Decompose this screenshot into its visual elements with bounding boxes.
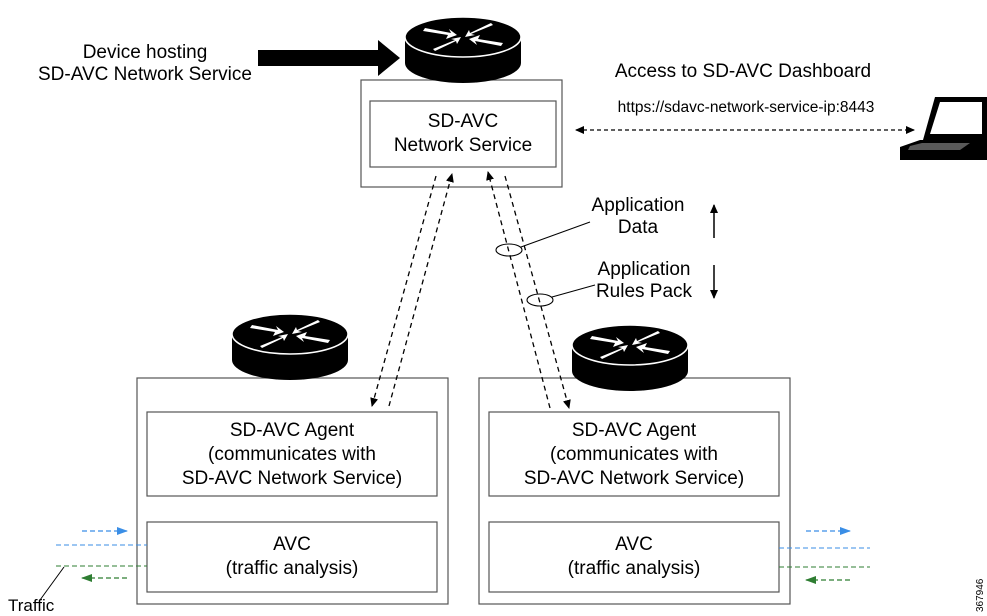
right-avc-line-2: (traffic analysis) (567, 558, 701, 579)
right-agent-line-1: SD-AVC Agent (571, 420, 697, 441)
left-avc-box (146, 521, 438, 593)
application-data-line-1: Application (591, 195, 685, 216)
data-callout-line (520, 221, 591, 248)
rules-flow-marker (526, 293, 554, 307)
left-agent-text: SD-AVC Agent (communicates with SD-AVC N… (147, 419, 437, 491)
hosting-device-label: Device hosting SD-AVC Network Service (20, 42, 270, 86)
right-avc-box (488, 521, 780, 593)
router-icon (571, 324, 689, 392)
dashboard-access-label: Access to SD-AVC Dashboard (614, 61, 872, 82)
hosting-device-line-1: Device hosting (82, 42, 208, 63)
network-service-box (369, 100, 557, 168)
right-agent-line-3: SD-AVC Network Service) (523, 468, 745, 489)
data-from-right-agent (486, 171, 551, 409)
application-rules-label: Application Rules Pack (584, 259, 704, 303)
hosting-pointer-arrow (258, 40, 400, 76)
left-avc-line-1: AVC (273, 534, 311, 555)
service-box-line-2: Network Service (393, 135, 533, 156)
right-agent-line-2: (communicates with (550, 444, 718, 465)
application-data-line-2: Data (617, 216, 659, 238)
traffic-callout-line (39, 566, 65, 601)
application-rules-line-1: Application (597, 259, 691, 280)
rules-to-right-agent (504, 175, 571, 409)
right-agent-text: SD-AVC Agent (communicates with SD-AVC N… (489, 419, 779, 491)
left-avc-text: AVC (traffic analysis) (147, 533, 437, 581)
right-avc-text: AVC (traffic analysis) (489, 533, 779, 581)
left-avc-line-2: (traffic analysis) (225, 558, 359, 579)
traffic-label: Traffic (8, 596, 55, 615)
application-rules-line-2: Rules Pack (595, 280, 693, 302)
left-agent-box (146, 411, 438, 497)
service-box-line-1: SD-AVC (427, 111, 499, 132)
router-icon (231, 313, 349, 381)
left-agent-line-2: (communicates with (208, 444, 376, 465)
left-agent-line-1: SD-AVC Agent (229, 420, 355, 441)
right-agent-box (488, 411, 780, 497)
router-icon (404, 16, 522, 84)
application-data-label: Application Data (578, 195, 698, 239)
left-agent-line-3: SD-AVC Network Service) (181, 468, 403, 489)
dashboard-url: https://sdavc-network-service-ip:8443 (617, 99, 875, 116)
rules-callout-line (551, 284, 596, 298)
rules-to-left-agent (370, 175, 437, 407)
data-from-left-agent (388, 173, 454, 407)
figure-id: 367946 (975, 578, 986, 612)
right-avc-line-1: AVC (615, 534, 653, 555)
laptop-icon (900, 97, 987, 160)
hosting-device-line-2: SD-AVC Network Service (38, 63, 252, 85)
data-flow-marker (495, 243, 523, 257)
network-service-text: SD-AVC Network Service (370, 110, 556, 158)
